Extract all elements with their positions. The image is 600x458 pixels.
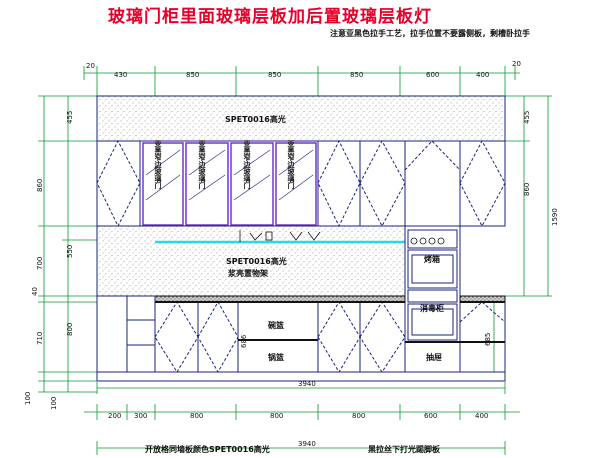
steamer-window xyxy=(411,308,454,336)
glass-hatching xyxy=(145,149,314,201)
bottom-dim-1: 300 xyxy=(134,412,147,420)
oven-bottom-panel xyxy=(407,289,458,303)
backsplash-panel xyxy=(96,225,406,297)
upper-material-label: SPET0016高光 xyxy=(225,114,286,124)
steamer-label: 消毒柜 xyxy=(420,303,444,313)
top-dim-0: 20 xyxy=(86,62,95,70)
top-dim-3: 850 xyxy=(268,71,281,79)
footer-right-note: 黑拉丝下打光踢脚板 xyxy=(368,444,441,454)
glass-door-2[interactable] xyxy=(185,142,229,226)
oven-label: 烤箱 xyxy=(424,254,440,264)
bottom-dim-2: 800 xyxy=(190,412,203,420)
footer-left-note: 开放格同墙板颜色SPET0016高光 xyxy=(145,444,270,454)
bottom-dim-6: 400 xyxy=(475,412,488,420)
left-dim-1: 860 xyxy=(36,179,44,192)
top-dim-6: 400 xyxy=(476,71,489,79)
bottom-dimension-chain xyxy=(84,404,520,455)
bottom-dim-labels: 200 300 800 800 800 600 400 3940 xyxy=(108,412,488,448)
glass-door-labels: 亚黑窄边玻璃门 亚黑窄边玻璃门 亚黑窄边玻璃门 亚黑窄边玻璃门 xyxy=(154,140,296,190)
total-width-dimension xyxy=(96,382,506,394)
left-dim-6: 800 xyxy=(66,323,74,336)
backsplash-material-label: SPET0016高光 xyxy=(226,256,287,266)
total-width-lower-label: 3940 xyxy=(298,440,316,448)
rail-accessories xyxy=(239,230,321,242)
pull-drawer-label: 抽屉 xyxy=(426,352,442,362)
glass-door-group xyxy=(142,142,317,226)
right-dim-labels: 455 1590 860 685 xyxy=(484,111,559,346)
left-dim-3: 700 xyxy=(36,257,44,270)
top-dim-5: 600 xyxy=(426,71,439,79)
bottom-dim-5: 600 xyxy=(424,412,437,420)
bottom-dim-0: 200 xyxy=(108,412,121,420)
left-dim-2: 550 xyxy=(66,245,74,258)
right-dim-3: 685 xyxy=(484,333,492,346)
top-dim-2: 850 xyxy=(186,71,199,79)
top-dim-1: 430 xyxy=(114,71,127,79)
drawing-title: 玻璃门柜里面玻璃层板加后置玻璃层板灯 xyxy=(108,7,432,27)
glass-door-label-4: 亚黑窄边玻璃门 xyxy=(287,140,296,190)
top-dim-7: 20 xyxy=(512,60,521,68)
left-dimension-chain xyxy=(38,95,97,393)
left-dim-7: 100 xyxy=(24,392,32,405)
total-width-label: 3940 xyxy=(298,380,316,388)
top-dim-4: 850 xyxy=(350,71,363,79)
right-dim-0: 455 xyxy=(523,111,531,124)
pot-drawer-label: 锅篮 xyxy=(267,352,284,362)
left-dim-8: 100 xyxy=(50,397,58,410)
left-dim-labels: 455 860 550 700 40 710 800 100 100 xyxy=(24,111,74,410)
bottom-dim-3: 800 xyxy=(270,412,283,420)
top-dim-labels: 20 430 850 850 850 600 400 20 xyxy=(86,60,521,79)
bottom-dim-4: 800 xyxy=(352,412,365,420)
top-dimension-chain xyxy=(83,66,520,96)
left-dim-0: 455 xyxy=(66,111,74,124)
cabinet-elevation xyxy=(96,95,506,382)
oven-control-panel xyxy=(407,229,458,249)
handle-note: 注意亚黑色拉手工艺，拉手位置不要露侧板，剩槽卧拉手 xyxy=(330,29,530,38)
right-dim-2: 860 xyxy=(523,183,531,196)
backsplash-note-label: 浆亮置物架 xyxy=(227,268,268,278)
oven-door[interactable] xyxy=(407,249,458,289)
open-shelf-unit xyxy=(96,295,156,373)
pull-drawer-unit[interactable] xyxy=(459,301,506,373)
left-dim-4: 40 xyxy=(31,287,39,296)
glass-door-4[interactable] xyxy=(275,142,317,226)
glass-door-label-1: 亚黑窄边玻璃门 xyxy=(154,140,163,190)
oven-knobs xyxy=(410,237,445,245)
right-dim-1: 1590 xyxy=(551,208,559,226)
glass-door-label-3: 亚黑窄边玻璃门 xyxy=(243,140,252,190)
steamer-door[interactable] xyxy=(407,303,458,341)
kick-plate xyxy=(96,371,506,382)
left-dim-5: 710 xyxy=(36,332,44,345)
top-soffit-panel xyxy=(96,95,506,142)
glass-door-1[interactable] xyxy=(142,142,184,226)
inner-dim-label: 686 xyxy=(240,334,248,348)
bowl-drawer-label: 碗篮 xyxy=(267,320,284,330)
oven-window xyxy=(411,254,454,284)
glass-door-3[interactable] xyxy=(230,142,274,226)
glass-door-label-2: 亚黑窄边玻璃门 xyxy=(198,140,207,190)
